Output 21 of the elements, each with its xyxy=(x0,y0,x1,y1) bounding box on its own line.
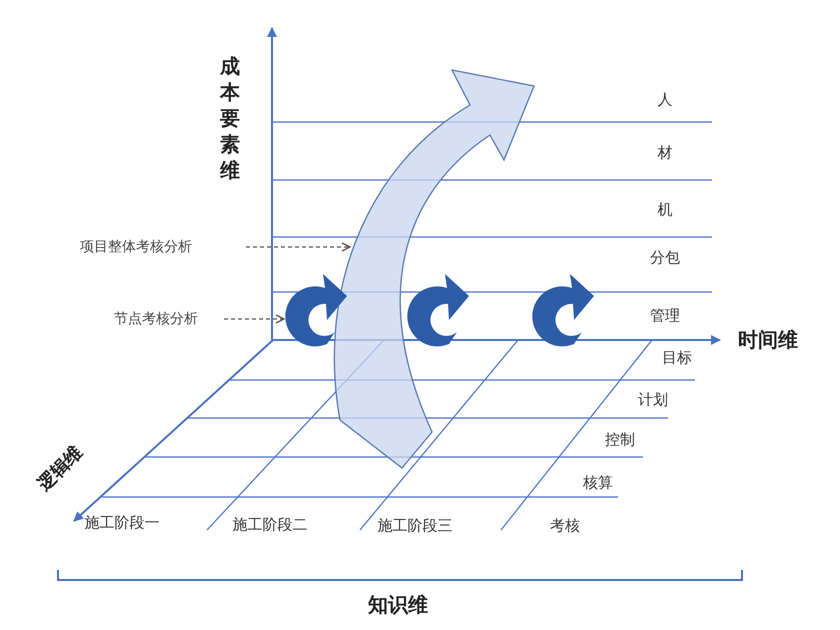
dimension-label: 施工阶段三 xyxy=(378,516,452,536)
dimension-label: 分包 xyxy=(650,248,680,268)
dimension-label: 计划 xyxy=(638,390,668,410)
annotation-text: 节点考核分析 xyxy=(114,311,198,327)
dimension-label: 核算 xyxy=(583,474,613,492)
axis-label: 时间维 xyxy=(738,326,798,354)
axis-label: 逻辑维 xyxy=(32,440,88,496)
dimension-label: 材 xyxy=(658,144,672,162)
dimension-label: 施工阶段一 xyxy=(84,514,160,532)
annotation-text: 项目整体考核分析 xyxy=(80,239,192,255)
dimension-label: 考核 xyxy=(550,516,580,536)
dimension-label: 管理 xyxy=(650,306,680,326)
dimension-label: 人 xyxy=(658,90,672,110)
dimension-label: 目标 xyxy=(662,348,692,368)
leader-line xyxy=(246,242,351,252)
dimension-label: 机 xyxy=(658,200,672,220)
dimension-label: 控制 xyxy=(605,430,635,450)
dimension-label: 施工阶段二 xyxy=(232,516,308,534)
leader-line xyxy=(224,314,285,324)
axis-label: 成本要素维 xyxy=(220,53,240,183)
axis-label: 知识维 xyxy=(368,592,428,618)
